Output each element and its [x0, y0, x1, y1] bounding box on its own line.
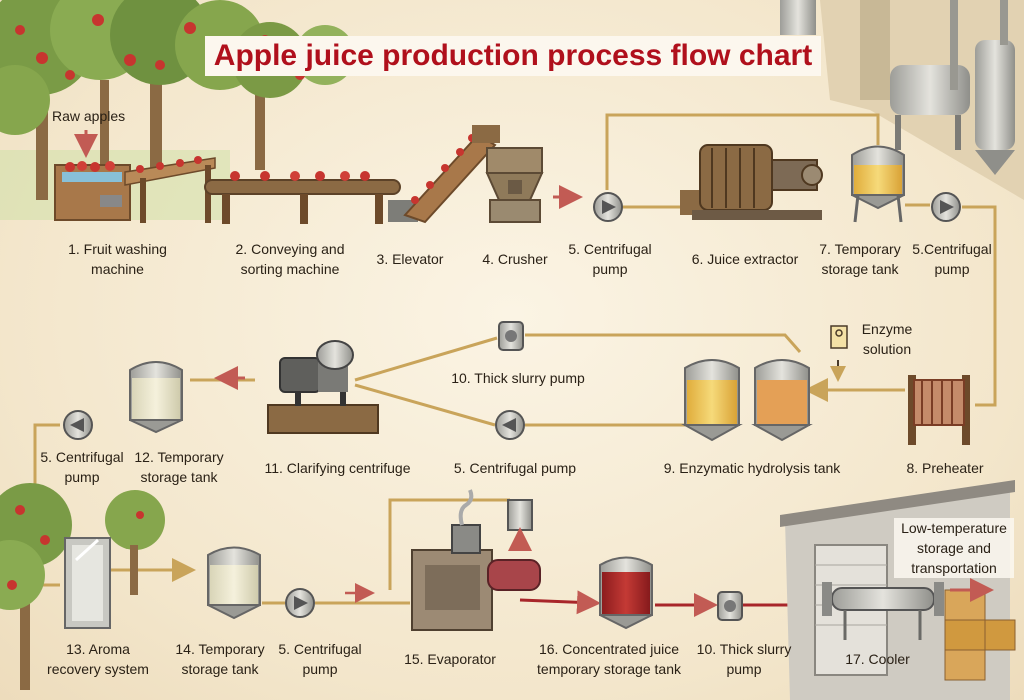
raw-apples-label: Raw apples [52, 108, 126, 124]
label-step-15: 15. Evaporator [404, 651, 496, 667]
centrifugal-pump-c [495, 410, 525, 440]
label-step-4: 4. Crusher [482, 251, 548, 267]
clarifying-centrifuge [267, 340, 379, 434]
thick-slurry-pump-a [498, 321, 524, 351]
conveying-sorting-machine [204, 171, 401, 224]
label-step-11: 11. Clarifying centrifuge [264, 460, 411, 476]
label-step-17: 17. Cooler [845, 651, 910, 667]
preheater [908, 375, 970, 445]
cooler [822, 582, 944, 640]
enzymatic-hydrolysis-tanks [681, 359, 813, 442]
diagram-title: Apple juice production process flow char… [205, 36, 821, 76]
juice-extractor [680, 144, 823, 220]
label-step-5c: 5. Centrifugal pump [453, 460, 577, 476]
temporary-storage-tank-14 [207, 546, 261, 620]
centrifugal-pump-a [593, 192, 623, 222]
label-step-6: 6. Juice extractor [691, 251, 799, 267]
label-step-8: 8. Preheater [906, 460, 984, 476]
pipes-concentrate [519, 590, 820, 617]
evaporator [411, 489, 541, 631]
centrifugal-pump-d [63, 410, 93, 440]
label-step-9: 9. Enzymatic hydrolysis tank [663, 460, 841, 476]
orchard-bottom-left [0, 483, 165, 690]
enzyme-bottle-icon [830, 325, 848, 349]
elevator [388, 125, 500, 224]
fruit-washing-machine [54, 156, 216, 223]
thick-slurry-pump-b [717, 591, 743, 621]
label-step-10a: 10. Thick slurry pump [451, 370, 585, 386]
centrifugal-pump-b [931, 192, 961, 222]
temporary-storage-tank-12 [129, 361, 183, 434]
centrifugal-pump-e [285, 588, 315, 618]
concentrated-juice-tank [599, 556, 653, 630]
aroma-recovery-system [64, 537, 111, 629]
factory-top-right [780, 0, 1024, 200]
crusher [485, 147, 544, 223]
label-step-3: 3. Elevator [376, 251, 444, 267]
temporary-storage-tank-7 [851, 145, 905, 223]
pipes-row1 [605, 113, 997, 407]
